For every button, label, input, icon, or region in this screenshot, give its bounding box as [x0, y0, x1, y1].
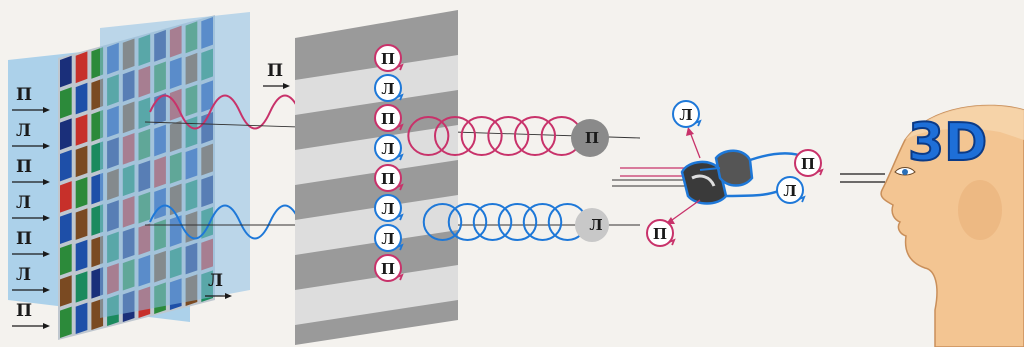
- circular-label-l: Л: [777, 177, 804, 203]
- helix-loop: [462, 117, 502, 155]
- pixel-cell: [60, 307, 72, 338]
- blue-ball-label: Л: [589, 216, 602, 234]
- circular-label-p: П: [795, 150, 822, 176]
- pixel-cell: [60, 275, 72, 306]
- helix-loop: [474, 204, 512, 240]
- pixel-cell: [60, 244, 72, 275]
- pixel-cell: [76, 146, 88, 178]
- pixel-cell: [60, 56, 72, 88]
- svg-text:Л: Л: [679, 106, 692, 124]
- svg-text:П: П: [381, 260, 395, 278]
- pixel-cell: [76, 240, 88, 271]
- circular-label-l: Л: [375, 75, 402, 101]
- pixel-cell: [76, 83, 88, 115]
- 3d-badge: 3D: [908, 113, 987, 173]
- pixel-cell: [60, 118, 72, 150]
- svg-text:Л: Л: [783, 182, 796, 200]
- pixel-cell: [76, 271, 88, 302]
- row-label: Л: [16, 121, 31, 141]
- circular-label-l: Л: [375, 225, 402, 251]
- row-label: П: [16, 157, 32, 177]
- pixel-cell: [60, 181, 72, 213]
- svg-text:П: П: [381, 170, 395, 188]
- pixel-cell: [76, 177, 88, 209]
- pixel-cell: [76, 208, 88, 240]
- svg-text:Л: Л: [381, 230, 394, 248]
- label-p-top-text: П: [267, 61, 283, 81]
- circular-label-l: Л: [375, 135, 402, 161]
- svg-text:Л: Л: [381, 200, 394, 218]
- label-l-bottom-text: Л: [208, 271, 223, 291]
- pixel-cell: [60, 87, 72, 119]
- pixel-cell: [76, 51, 88, 83]
- row-label: Л: [16, 265, 31, 285]
- pixel-cell: [76, 303, 88, 334]
- circular-label-p: П: [375, 45, 402, 71]
- helix-loop: [488, 117, 528, 155]
- svg-text:П: П: [801, 155, 815, 173]
- label-p-top: П: [263, 61, 290, 89]
- row-label: П: [16, 85, 32, 105]
- svg-text:П: П: [381, 50, 395, 68]
- helix-loop: [524, 204, 562, 240]
- pink-ball-label: П: [585, 129, 599, 147]
- svg-text:П: П: [653, 225, 667, 243]
- circular-label-p: П: [375, 165, 402, 191]
- circular-label-l: Л: [673, 101, 700, 127]
- row-label: П: [16, 301, 32, 321]
- svg-text:Л: Л: [381, 140, 394, 158]
- svg-text:Л: Л: [381, 80, 394, 98]
- pixel-cell: [60, 213, 72, 244]
- row-label: Л: [16, 193, 31, 213]
- pixel-cell: [60, 150, 72, 182]
- circular-label-p: П: [375, 255, 402, 281]
- helix-loop: [499, 204, 537, 240]
- circular-label-l: Л: [375, 195, 402, 221]
- circular-label-p: П: [647, 220, 674, 246]
- circular-label-p: П: [375, 105, 402, 131]
- front-polarizer: [100, 12, 250, 318]
- helix-loop: [515, 117, 555, 155]
- svg-text:П: П: [381, 110, 395, 128]
- row-label: П: [16, 229, 32, 249]
- pixel-cell: [76, 114, 88, 146]
